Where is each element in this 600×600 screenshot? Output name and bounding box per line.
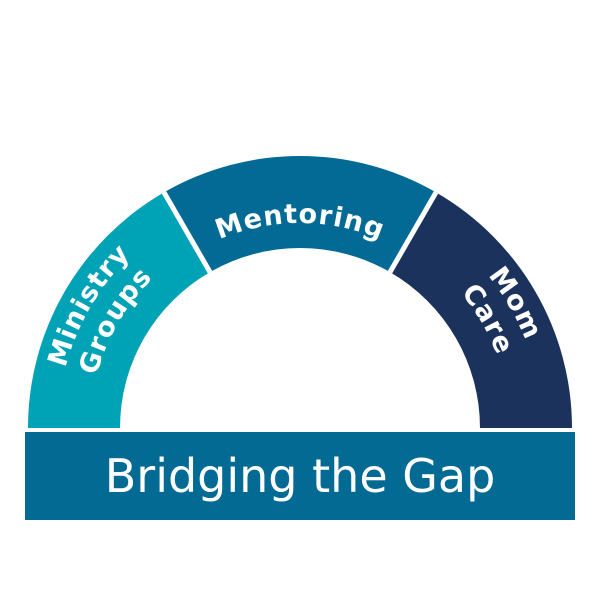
banner	[25, 432, 575, 520]
divider	[161, 191, 213, 274]
banner-title: Bridging the Gap	[105, 449, 496, 503]
segment-ministry-groups	[27, 192, 210, 428]
segment-mom-care	[390, 192, 572, 428]
segment-mentoring	[164, 155, 436, 273]
divider	[387, 191, 439, 274]
